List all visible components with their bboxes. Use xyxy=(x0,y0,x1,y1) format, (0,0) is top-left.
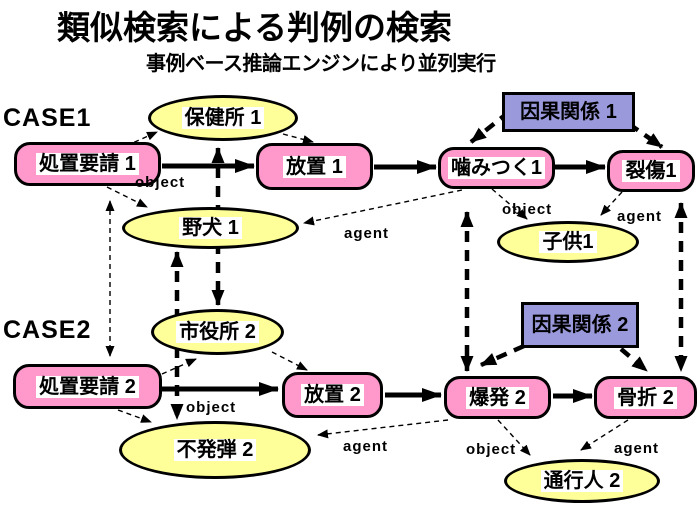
node-explosion-2-label: 爆発 2 xyxy=(466,386,529,409)
node-laceration-1: 裂傷1 xyxy=(607,150,695,192)
arrow-request1-to-healthcenter1 xyxy=(125,131,158,147)
node-request-2-label: 処置要請 2 xyxy=(36,375,139,398)
arrow-cityhall2-to-neglect2 xyxy=(271,351,308,371)
node-health-center-1-label: 保健所 1 xyxy=(181,107,265,129)
arrow-request2-object-bomb2 xyxy=(117,409,152,423)
label-agent-explosion2-bomb2: agent xyxy=(343,438,389,455)
arrow-request2-to-cityhall2 xyxy=(161,358,197,375)
node-fracture-2-label: 骨折 2 xyxy=(614,386,677,409)
node-bite-1: 噛みつく1 xyxy=(438,147,555,189)
node-laceration-1-label: 裂傷1 xyxy=(622,160,680,182)
node-neglect-1: 放置 1 xyxy=(256,143,373,190)
node-passerby-2-label: 通行人 2 xyxy=(540,470,624,492)
label-object-request1-straydog1: object xyxy=(135,174,186,191)
arrow-explosion2-object-passerby2 xyxy=(497,419,531,456)
node-causal-relation-2: 因果関係 2 xyxy=(521,302,639,348)
node-causal-relation-1-label: 因果関係 1 xyxy=(520,101,617,123)
node-unexploded-bomb-2: 不発弾 2 xyxy=(119,421,311,479)
node-bite-1-label: 噛みつく1 xyxy=(447,157,546,179)
node-passerby-2: 通行人 2 xyxy=(504,459,660,503)
node-request-1: 処置要請 1 xyxy=(14,142,161,186)
node-causal-relation-1: 因果関係 1 xyxy=(502,92,635,132)
arrow-healthcenter1-to-neglect1 xyxy=(282,133,314,144)
arrow-bite1-object-child1 xyxy=(491,188,528,220)
arrow-explosion2-agent-bomb2 xyxy=(317,419,449,439)
node-causal-relation-2-label: 因果関係 2 xyxy=(531,314,629,336)
case2-label: CASE2 xyxy=(3,316,92,344)
page-title: 類似検索による判例の検索 xyxy=(57,9,453,46)
arrow-bite1-agent-straydog1 xyxy=(303,189,463,226)
label-agent-fracture2-passerby2: agent xyxy=(614,440,660,457)
label-object-request2-bomb2: object xyxy=(186,399,237,416)
node-child-1: 子供1 xyxy=(497,221,639,263)
node-unexploded-bomb-2-label: 不発弾 2 xyxy=(173,439,257,461)
node-neglect-1-label: 放置 1 xyxy=(283,155,346,178)
arrow-fracture2-agent-passerby2 xyxy=(580,419,629,451)
node-health-center-1: 保健所 1 xyxy=(148,95,298,141)
node-fracture-2: 骨折 2 xyxy=(594,376,697,419)
node-city-hall-2-label: 市役所 2 xyxy=(176,321,259,343)
label-object-bite1-child1: object xyxy=(502,201,553,218)
arrow-causal2-to-explosion2 xyxy=(480,343,525,368)
arrow-causal2-to-fracture2 xyxy=(619,347,649,373)
node-neglect-2-label: 放置 2 xyxy=(301,384,364,406)
label-agent-laceration1-child1: agent xyxy=(617,208,663,225)
label-object-explosion2-passerby2: object xyxy=(466,441,517,458)
node-child-1-label: 子供1 xyxy=(539,231,597,253)
node-city-hall-2: 市役所 2 xyxy=(151,309,284,355)
node-request-2: 処置要請 2 xyxy=(13,364,162,409)
node-request-1-label: 処置要請 1 xyxy=(36,153,139,175)
label-agent-bite1-straydog1: agent xyxy=(344,225,390,242)
case1-label: CASE1 xyxy=(3,104,92,132)
node-stray-dog-1: 野犬 1 xyxy=(122,207,299,249)
node-neglect-2: 放置 2 xyxy=(282,372,383,418)
page-subtitle: 事例ベース推論エンジンにより並列実行 xyxy=(146,53,496,75)
node-explosion-2: 爆発 2 xyxy=(444,376,551,419)
node-stray-dog-1-label: 野犬 1 xyxy=(179,217,242,239)
arrow-request1-object-straydog1 xyxy=(106,186,148,208)
